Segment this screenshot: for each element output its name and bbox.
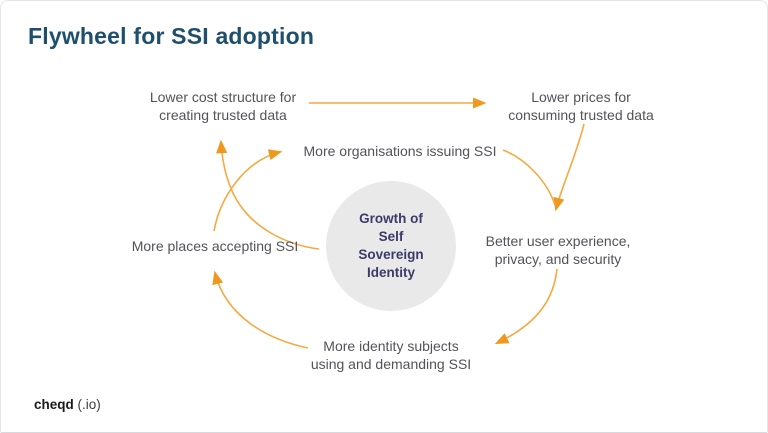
arrow-prices-to-ux [553, 123, 585, 212]
brand-suffix: (.io) [73, 397, 101, 412]
page-title: Flywheel for SSI adoption [28, 23, 315, 49]
node-identity-subjects: More identity subjects using and demandi… [310, 338, 472, 372]
node-better-ux: Better user experience, privacy, and sec… [485, 233, 631, 267]
arrow-ux-to-subjects [494, 268, 558, 345]
arrow-places-to-orgs [213, 149, 283, 232]
center-hub-circle: Growth of Self Sovereign Identity [326, 181, 456, 311]
node-places-accepting: More places accepting SSI [131, 238, 299, 254]
center-hub-label: Growth of Self Sovereign Identity [358, 211, 424, 280]
arrow-orgs-to-ux [502, 149, 556, 206]
brand-footer: cheqd (.io) [34, 397, 101, 412]
brand-name: cheqd [34, 397, 74, 412]
node-lower-prices: Lower prices for consuming trusted data [508, 89, 654, 123]
node-lower-cost: Lower cost structure for creating truste… [149, 89, 297, 123]
node-orgs-issuing: More organisations issuing SSI [303, 143, 497, 159]
arrow-subjects-to-places [212, 270, 309, 349]
